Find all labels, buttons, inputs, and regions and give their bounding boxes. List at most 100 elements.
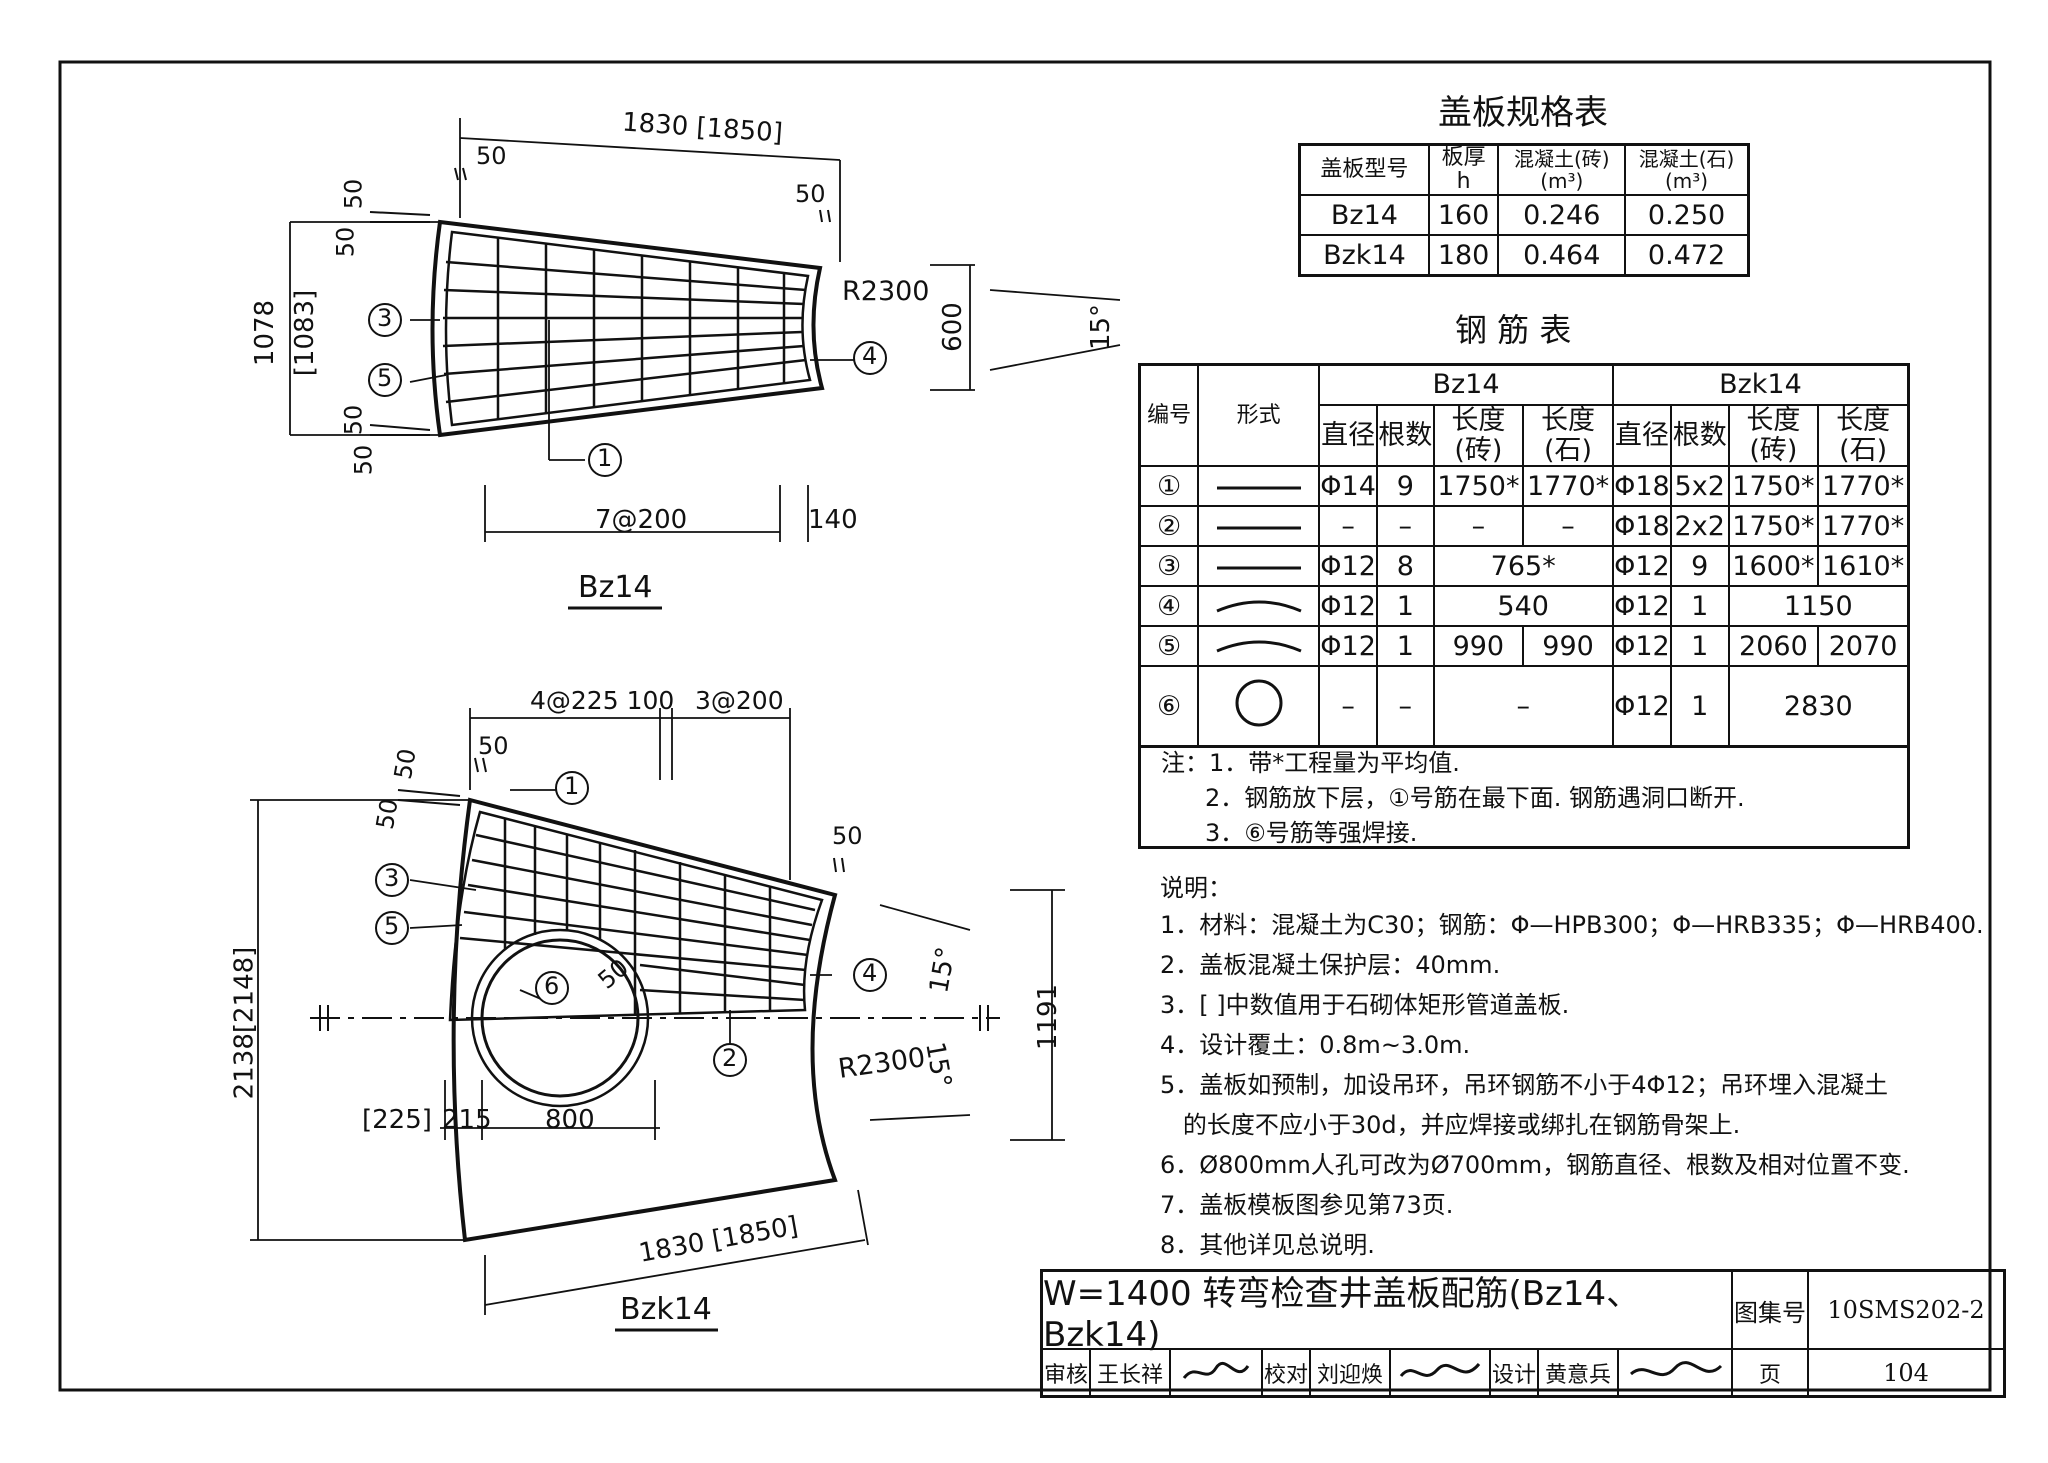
bz14-spacing: 7@200 <box>595 505 688 535</box>
bzk14-marker: 4 <box>862 959 878 987</box>
spec-cell: Bzk14 <box>1298 234 1430 277</box>
rebar-subheader: 长度(石) <box>1817 403 1910 468</box>
rebar-no: ② <box>1138 505 1200 548</box>
rebar-form-arc <box>1197 585 1321 628</box>
spec-table-title: 盖板规格表 <box>1438 93 1608 133</box>
rebar-cell: 765* <box>1432 545 1614 588</box>
spec-cell: 0.246 <box>1497 194 1627 237</box>
bz14-drawing <box>289 118 1121 610</box>
rebar-header-no: 编号 <box>1138 363 1200 468</box>
rebar-header-form: 形式 <box>1197 363 1321 468</box>
rebar-cell: 8 <box>1376 545 1435 588</box>
bzk14-dim-215: 215 <box>442 1105 492 1135</box>
bzk14-outline <box>451 797 838 1243</box>
spec-header-stone: 混凝土(石)(m³) <box>1624 143 1750 197</box>
rebar-no: ⑥ <box>1138 665 1200 748</box>
rebar-cell: 990 <box>1432 625 1525 668</box>
bz14-marker: 4 <box>862 342 878 370</box>
bzk14-drawing <box>250 708 1065 1332</box>
rebar-form-straight <box>1197 465 1321 508</box>
bz14-dim-50: 50 <box>331 226 360 258</box>
rebar-cell: 1150 <box>1727 585 1910 628</box>
rebar-cell: 1750* <box>1727 505 1820 548</box>
rebar-cell: 1 <box>1376 585 1435 628</box>
rebar-group-bz14: Bz14 <box>1318 363 1614 406</box>
rebar-cell: 1 <box>1669 665 1730 748</box>
rebar-cell: Φ12 <box>1611 545 1672 588</box>
rebar-subheader: 根数 <box>1669 403 1730 468</box>
rebar-form-arc <box>1197 625 1321 668</box>
designer-signature <box>1619 1350 1733 1395</box>
rebar-form-straight <box>1197 545 1321 588</box>
explanation-item: 3．[ ]中数值用于石砌体矩形管道盖板. <box>1160 991 1570 1019</box>
bz14-marker: 3 <box>377 304 393 332</box>
rebar-cell: 2060 <box>1727 625 1820 668</box>
bz14-dim-left-alt: [1083] <box>290 289 321 377</box>
bzk14-inner <box>448 810 824 1022</box>
spec-cell: 0.250 <box>1624 194 1750 237</box>
rebar-group-bzk14: Bzk14 <box>1611 363 1910 406</box>
rebar-cell: Φ18 <box>1611 465 1672 508</box>
rebar-no: ① <box>1138 465 1200 508</box>
explanation-item: 6．Ø800mm人孔可改为Ø700mm，钢筋直径、根数及相对位置不变. <box>1160 1151 1910 1179</box>
rebar-no: ③ <box>1138 545 1200 588</box>
rebar-row: ⑤ Φ12 1 990 990 Φ12 1 2060 2070 <box>1138 625 1910 668</box>
bz14-rebar-vertical <box>496 238 786 419</box>
rebar-form-straight <box>1197 505 1321 548</box>
explanation-item: 7．盖板模板图参见第73页. <box>1160 1191 1454 1219</box>
rebar-table: 编号 形式 Bz14 Bzk14 直径 根数 长度(砖) 长度(石) 直径 根数… <box>1138 363 1910 749</box>
rebar-cell: 1610* <box>1817 545 1910 588</box>
rebar-cell: 1750* <box>1432 465 1525 508</box>
rebar-cell: 1600* <box>1727 545 1820 588</box>
explanation-title: 说明： <box>1160 874 1232 902</box>
bzk14-dim-800: 800 <box>545 1105 595 1135</box>
bz14-dim-left: 1078 <box>250 299 281 367</box>
rebar-row: ④ Φ12 1 540 Φ12 1 1150 <box>1138 585 1910 628</box>
bzk14-rebar-vertical <box>503 818 772 1016</box>
table-note: 注：1．带*工程量为平均值. <box>1161 749 1460 777</box>
spec-cell: 0.464 <box>1497 234 1627 277</box>
check-label: 校对 <box>1263 1350 1311 1395</box>
bzk14-dim-50: 50 <box>370 796 404 832</box>
rebar-cell: Φ12 <box>1611 625 1672 668</box>
rebar-table-title: 钢 筋 表 <box>1455 311 1572 349</box>
bz14-marker: 1 <box>597 444 613 472</box>
rebar-cell: – <box>1522 505 1614 548</box>
rebar-subheader: 长度(砖) <box>1432 403 1525 468</box>
bzk14-marker: 1 <box>564 772 580 800</box>
rebar-cell: – <box>1376 665 1435 748</box>
spec-row: Bz14 160 0.246 0.250 <box>1298 194 1750 237</box>
rebar-cell: 2830 <box>1727 665 1910 748</box>
table-notes-box: 注：1．带*工程量为平均值. 2．钢筋放下层，①号筋在最下面. 钢筋遇洞口断开.… <box>1138 733 1910 849</box>
page-label: 页 <box>1733 1350 1809 1395</box>
rebar-subheader: 根数 <box>1376 403 1435 468</box>
rebar-cell: 1750* <box>1727 465 1820 508</box>
rebar-row: ① Φ14 9 1750* 1770* Φ18 5x2 1750* 1770* <box>1138 465 1910 508</box>
bzk14-dim-top-2: 3@200 <box>695 686 784 715</box>
bzk14-marker: 6 <box>544 972 560 1000</box>
rebar-cell: Φ12 <box>1611 665 1672 748</box>
bzk14-dim-50: 50 <box>832 822 863 850</box>
spec-header-model: 盖板型号 <box>1298 143 1430 197</box>
rebar-cell: Φ12 <box>1318 625 1379 668</box>
design-label: 设计 <box>1491 1350 1539 1395</box>
bzk14-dim-right: 1191 <box>1033 983 1064 1051</box>
rebar-subheader: 直径 <box>1611 403 1672 468</box>
spec-row: Bzk14 180 0.464 0.472 <box>1298 234 1750 277</box>
rebar-cell: – <box>1432 505 1525 548</box>
rebar-cell: Φ12 <box>1318 545 1379 588</box>
explanation-item: 4．设计覆土：0.8m~3.0m. <box>1160 1031 1471 1059</box>
bz14-rebar-horizontal <box>442 260 807 404</box>
bzk14-dim-50: 50 <box>388 746 422 782</box>
atlas-label: 图集号 <box>1733 1272 1809 1350</box>
rebar-subheader: 长度(石) <box>1522 403 1614 468</box>
checker-name: 刘迎焕 <box>1311 1350 1391 1395</box>
bz14-angle: 15° <box>1086 303 1117 351</box>
rebar-no: ⑤ <box>1138 625 1200 668</box>
bzk14-dim-225: [225] <box>362 1105 432 1135</box>
spec-cell: 160 <box>1427 194 1500 237</box>
rebar-row: ⑥ – – – Φ12 1 2830 <box>1138 665 1910 748</box>
page-number: 104 <box>1883 1358 1929 1387</box>
rebar-cell: 1770* <box>1522 465 1614 508</box>
